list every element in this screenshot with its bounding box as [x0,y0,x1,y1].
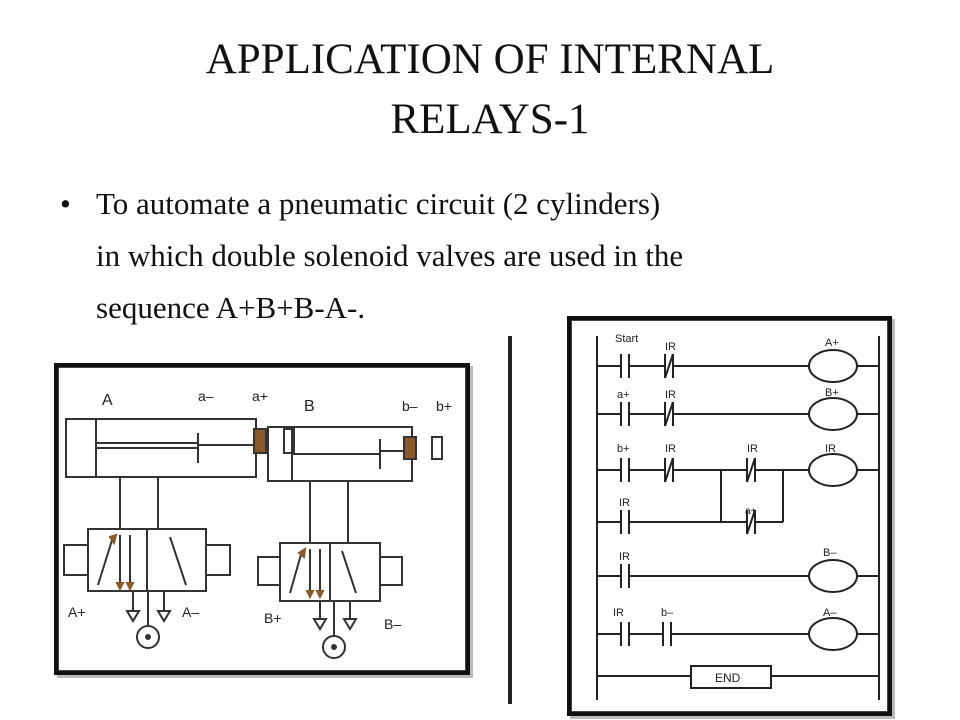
switch-a-minus-icon [253,428,267,454]
divider-line [508,336,512,704]
exhaust-icon [342,618,358,631]
pneumatic-circuit-panel: A a– a+ B b– b+ A+ A [54,363,470,675]
end-label: END [715,671,741,685]
exhaust-icon [156,610,172,623]
switch-b-minus-icon [403,436,417,460]
switch-b-minus-label: b– [402,398,418,414]
exhaust-icon [125,610,141,623]
switch-b-plus-icon [431,436,443,460]
end-rung: END [597,665,879,689]
cylinder-a-cap [65,418,97,478]
contact-ir-label: IR [665,389,676,401]
switch-a-plus-label: a+ [252,388,268,404]
title-line: APPLICATION OF INTERNAL RELAYS-1 [205,36,775,143]
ladder-diagram-panel: Start IR A+ a+ IR B+ [567,316,892,716]
coil-a-minus-label: A– [823,607,837,619]
contact-a-plus-label: a+ [617,389,630,401]
coil-ir-label: IR [825,443,836,455]
solenoid-a-plus-icon [63,544,89,576]
bullet-icon: • [60,186,71,221]
cylinder-a-label: A [102,392,113,409]
coil-a-plus-label: A+ [825,337,839,349]
ladder-rung: IR B– [597,547,879,593]
coil-b-plus-label: B+ [825,387,839,399]
pneumatic-circuit-diagram: A a– a+ B b– b+ A+ A [63,388,452,659]
contact-ir-label: IR [613,607,624,619]
bullet-text: To automate a pneumatic circuit (2 cylin… [96,186,684,325]
contact-ir-label: IR [747,443,758,455]
solenoid-b-minus-icon [379,556,403,586]
solenoid-b-plus-icon [257,556,281,586]
switch-a-plus-icon [283,428,295,454]
ladder-rung: b+ IR IR a+ IR IR [597,443,879,535]
coil-b-minus-icon [808,559,858,593]
coil-a-plus-icon [808,349,858,383]
contact-a-plus-label: a+ [745,506,757,517]
contact-start-label: Start [615,333,638,345]
contact-ir-label: IR [619,551,630,563]
solenoid-b-minus-label: B– [384,616,401,632]
coil-b-minus-label: B– [823,547,837,559]
contact-ir-label: IR [619,497,630,509]
ladder-rung: a+ IR B+ [597,387,879,431]
bullet-item: • To automate a pneumatic circuit (2 cyl… [60,178,920,334]
contact-ir-label: IR [665,341,676,353]
coil-ir-icon [808,453,858,487]
cylinder-b-label: B [304,398,315,415]
switch-b-plus-label: b+ [436,398,452,414]
ladder-rung: Start IR A+ [597,333,879,383]
slide-title: APPLICATION OF INTERNAL RELAYS-1 [80,30,900,150]
contact-ir-label: IR [665,443,676,455]
ladder-diagram: Start IR A+ a+ IR B+ [596,333,880,700]
ladder-rung: IR b– A– [597,607,879,651]
solenoid-a-minus-icon [205,544,231,576]
exhaust-icon [312,618,328,631]
coil-b-plus-icon [808,397,858,431]
contact-b-plus-label: b+ [617,443,630,455]
solenoid-a-minus-label: A– [182,604,199,620]
contact-b-minus-label: b– [661,607,674,619]
solenoid-b-plus-label: B+ [264,610,282,626]
solenoid-a-plus-label: A+ [68,604,86,620]
switch-a-minus-label: a– [198,388,214,404]
coil-a-minus-icon [808,617,858,651]
